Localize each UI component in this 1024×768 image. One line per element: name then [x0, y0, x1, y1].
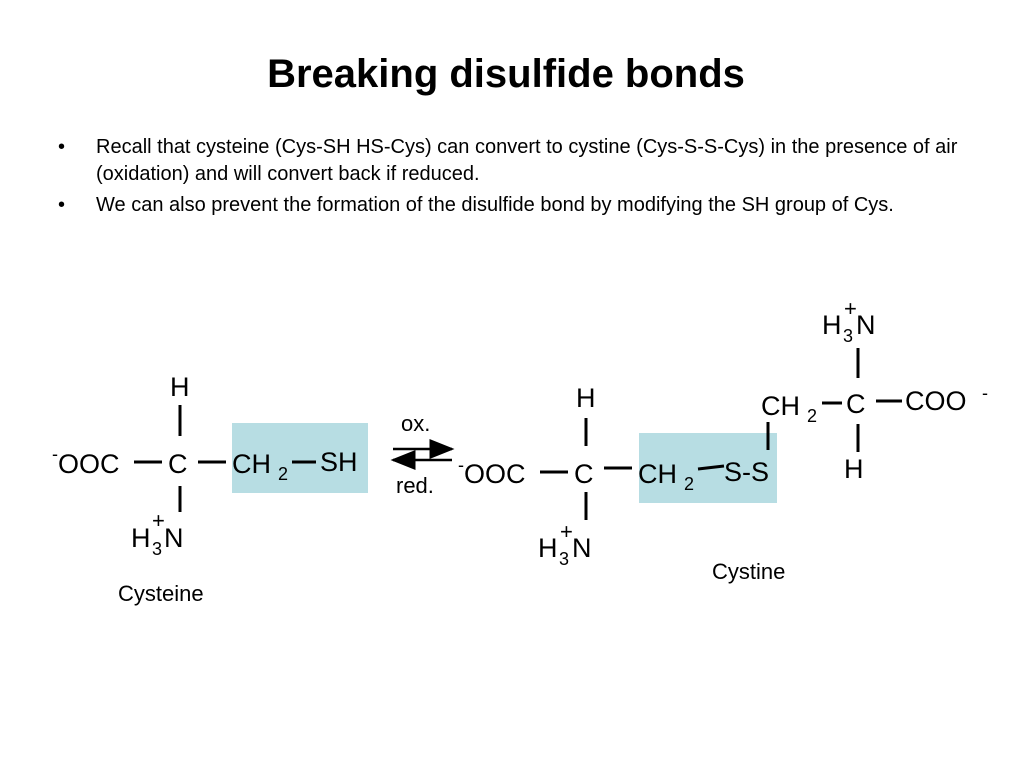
cysteine-alpha-carbon: C [168, 449, 188, 479]
oxidation-label: ox. [401, 411, 430, 436]
cystine-right-amine-subscript: 3 [843, 326, 853, 346]
cysteine-thiol: SH [320, 447, 358, 477]
cysteine-amine-n: N [164, 523, 184, 553]
bullet-text: Recall that cysteine (Cys-SH HS-Cys) can… [96, 136, 958, 185]
cystine-alpha-carbon: C [574, 459, 594, 489]
bullet-item: • We can also prevent the formation of t… [58, 192, 968, 219]
cysteine-ch2: CH [232, 449, 271, 479]
bullet-text: We can also prevent the formation of the… [96, 194, 894, 216]
cysteine-amine-subscript: 3 [152, 539, 162, 559]
cysteine-carboxylate: OOC [58, 449, 120, 479]
reduction-label: red. [396, 473, 434, 498]
bullet-marker: • [58, 136, 66, 158]
bond-line [697, 464, 725, 471]
cysteine-label: Cysteine [118, 581, 204, 606]
cystine-right-h-bottom: H [844, 454, 864, 484]
cysteine-sidechain-highlight [232, 423, 368, 493]
cystine-right-carboxylate: COO [905, 386, 967, 416]
cystine-ch2-subscript: 2 [684, 474, 694, 494]
cysteine-h-top: H [170, 372, 190, 402]
cysteine-negative-charge: - [52, 444, 58, 464]
cystine-ch2: CH [638, 459, 677, 489]
bullet-list: • Recall that cysteine (Cys-SH HS-Cys) c… [58, 134, 968, 223]
cystine-negative-charge: - [458, 455, 464, 475]
cystine-h-top: H [576, 383, 596, 413]
cystine-disulfide: S-S [724, 457, 769, 487]
cystine-right-amine-plus: + [844, 296, 857, 321]
cystine-carboxylate: OOC [464, 459, 526, 489]
cysteine-amine-h: H [131, 523, 151, 553]
cystine-right-amine-h: H [822, 310, 842, 340]
cystine-amine-h: H [538, 533, 558, 563]
bullet-marker: • [58, 194, 66, 216]
slide-title: Breaking disulfide bonds [267, 52, 745, 96]
cystine-right-negative-charge: - [982, 383, 988, 403]
cystine-right-alpha-carbon: C [846, 389, 866, 419]
cystine-amine-plus: + [560, 519, 573, 544]
cystine-amine-n: N [572, 533, 592, 563]
cystine-right-ch2: CH [761, 391, 800, 421]
bullet-item: • Recall that cysteine (Cys-SH HS-Cys) c… [58, 134, 968, 188]
cystine-label: Cystine [712, 559, 785, 584]
cystine-right-amine-n: N [856, 310, 876, 340]
cystine-right-ch2-subscript: 2 [807, 406, 817, 426]
cysteine-amine-plus: + [152, 508, 165, 533]
cysteine-ch2-subscript: 2 [278, 464, 288, 484]
cystine-amine-subscript: 3 [559, 549, 569, 569]
